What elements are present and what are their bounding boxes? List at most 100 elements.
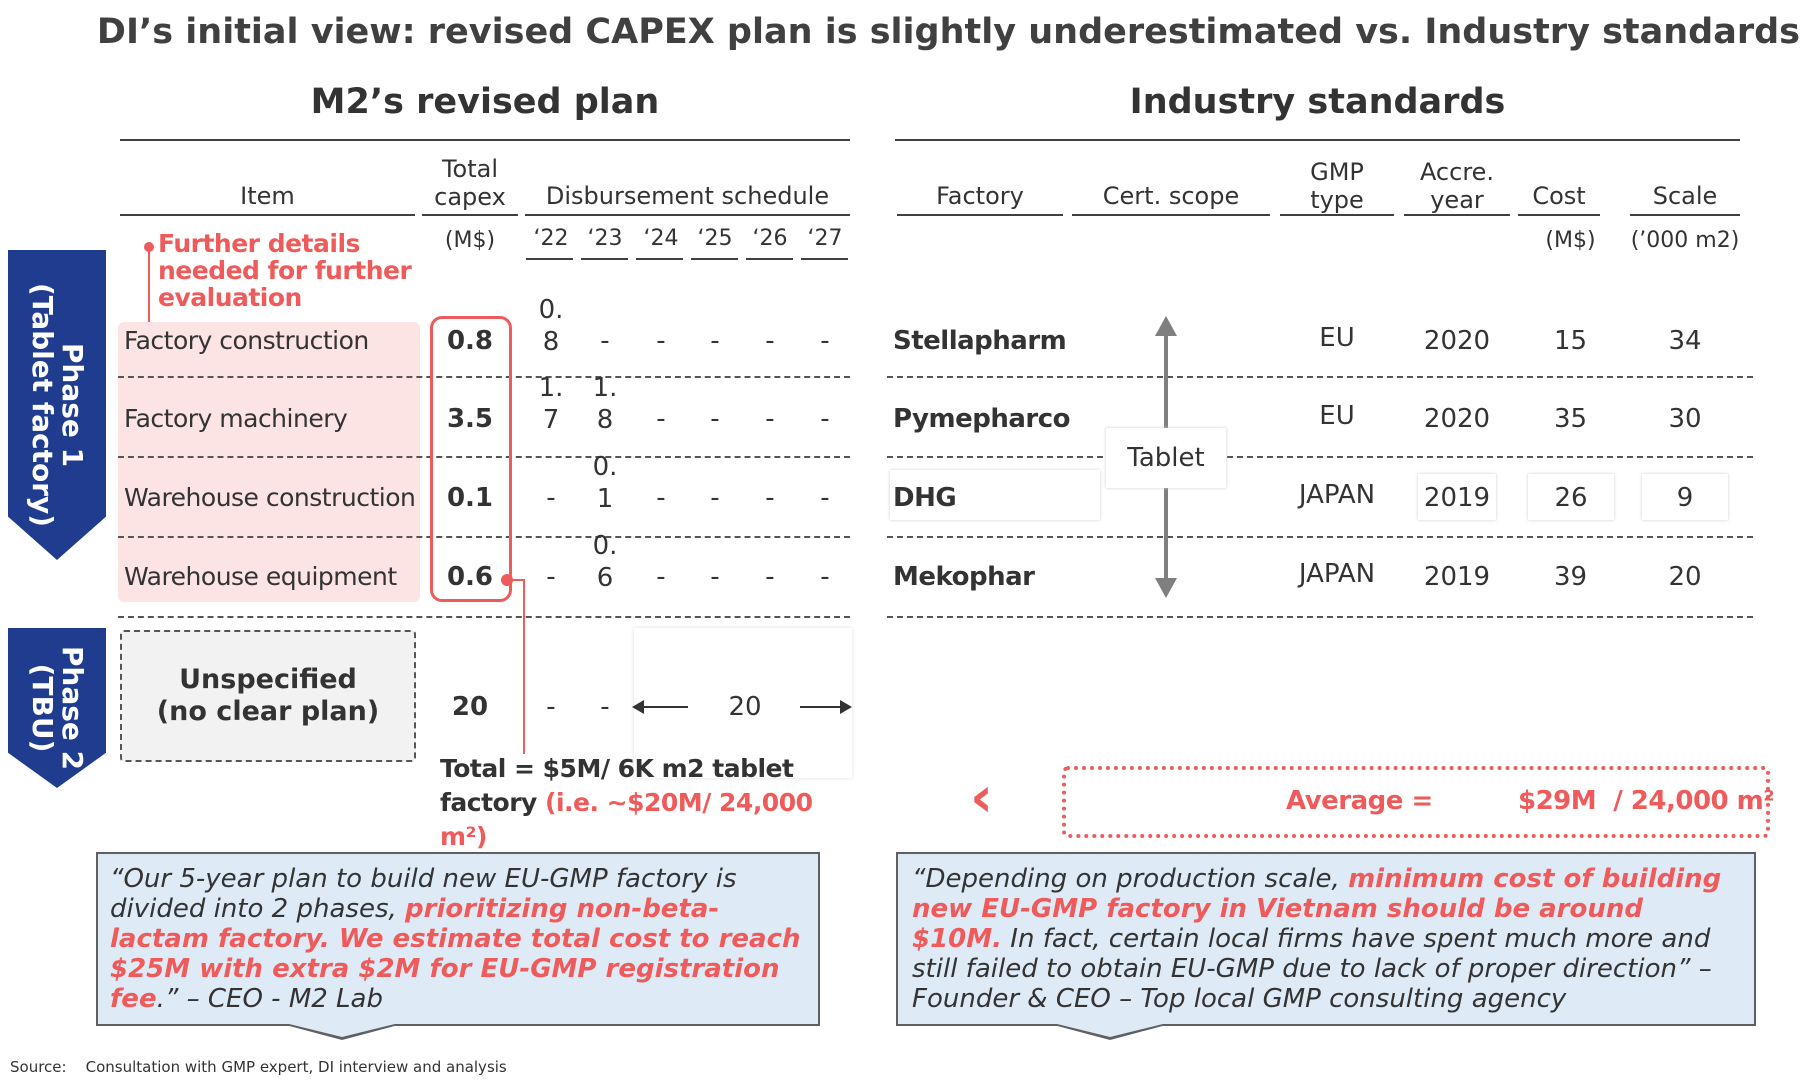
capex-connector-v: [523, 579, 525, 754]
row-disb: 1. 8: [592, 373, 618, 435]
average-box: Average = $29M / 24,000 m²: [1062, 766, 1775, 838]
row-capex: 0.1: [446, 483, 494, 513]
header-accre-year: Accre. year: [1419, 158, 1495, 214]
arrow-left-icon: [632, 700, 644, 714]
capex-highlight-box: [430, 316, 512, 602]
row-disb: -: [710, 326, 720, 356]
accre-year: 2019: [1423, 562, 1491, 592]
phase2-disb-22: -: [546, 692, 556, 722]
header-rule: [1518, 214, 1600, 216]
highlight-cell: [890, 470, 1100, 520]
row-item-warehouse-construction: Warehouse construction: [124, 483, 416, 512]
row-divider: [118, 536, 850, 538]
row-disb: -: [765, 562, 775, 592]
header-scale: Scale: [1652, 182, 1718, 210]
row-disb: -: [656, 562, 666, 592]
row-disb: -: [710, 404, 720, 434]
row-disb: 0. 8: [538, 295, 564, 357]
year-22: ‘22: [533, 226, 569, 251]
row-disb: 0. 1: [592, 452, 618, 514]
phase2-capex: 20: [451, 692, 489, 722]
row-disb: -: [546, 483, 556, 513]
year-rule: [801, 258, 848, 260]
highlight-cell: [1418, 474, 1496, 520]
total-summary: Total = $5M/ 6K m2 tablet factory (i.e. …: [440, 754, 813, 851]
row-disb: -: [710, 483, 720, 513]
row-item-factory-construction: Factory construction: [124, 326, 369, 355]
row-disb: -: [820, 483, 830, 513]
page-title: DI’s initial view: revised CAPEX plan is…: [96, 12, 1800, 52]
year-rule: [636, 258, 683, 260]
row-item-warehouse-equipment: Warehouse equipment: [124, 562, 397, 591]
scale-unit: (’000 m2): [1630, 228, 1740, 253]
row-divider: [118, 376, 850, 378]
quote-m2-lab: “Our 5-year plan to build new EU-GMP fac…: [96, 852, 820, 1026]
right-section-rule: [895, 139, 1740, 141]
total-equivalent: (i.e. ~$20M/ 24,000 m²): [440, 788, 813, 851]
less-than-icon: ‹: [970, 765, 994, 830]
further-details-note: Further details needed for further evalu…: [158, 229, 412, 312]
note-dot: [144, 242, 154, 252]
callout-pointer-fill: [285, 1023, 399, 1037]
year-27: ‘27: [807, 226, 843, 251]
row-divider: [118, 456, 850, 458]
row-disb: -: [820, 404, 830, 434]
cost-value: 15: [1553, 326, 1588, 356]
year-rule: [746, 258, 793, 260]
accre-year: 2019: [1423, 483, 1491, 513]
highlight-cell: [1528, 474, 1614, 520]
phase1-items-highlight: [118, 322, 420, 602]
header-factory: Factory: [936, 182, 1024, 210]
span-arrow-right: [800, 706, 842, 708]
row-disb: -: [765, 404, 775, 434]
header-disbursement-rule: [525, 214, 850, 216]
row-disb: 1. 7: [538, 373, 564, 435]
phase2-item: Unspecified (no clear plan): [156, 664, 380, 727]
left-section-rule: [120, 139, 850, 141]
row-disb: -: [710, 562, 720, 592]
year-rule: [691, 258, 738, 260]
row-disb: -: [656, 483, 666, 513]
arrow-right-icon: [840, 700, 852, 714]
header-cert-scope: Cert. scope: [1102, 182, 1240, 210]
cert-scope-tablet: Tablet: [1106, 428, 1226, 488]
phase2-span-value: 20: [728, 692, 762, 722]
average-label: Average =: [1286, 786, 1433, 816]
cost-value: 35: [1553, 404, 1588, 434]
row-capex: 0.6: [446, 562, 494, 592]
year-rule: [581, 258, 628, 260]
factory-dhg: DHG: [893, 483, 957, 513]
row-divider: [887, 536, 1753, 538]
row-divider: [887, 376, 1753, 378]
gmp-type: EU: [1319, 323, 1355, 353]
source-note: Source: Consultation with GMP expert, DI…: [10, 1058, 507, 1076]
phase2-item-box: Unspecified (no clear plan): [120, 630, 416, 762]
header-cost: Cost: [1532, 182, 1586, 210]
year-25: ‘25: [697, 226, 733, 251]
row-capex: 3.5: [446, 404, 494, 434]
row-divider: [887, 456, 1753, 458]
row-disb: 0. 6: [592, 531, 618, 593]
phase1-label: Phase 1 (Tablet factory): [8, 250, 106, 560]
header-total-capex: Total capex: [434, 155, 506, 211]
capex-unit: (M$): [444, 228, 496, 253]
year-26: ‘26: [752, 226, 788, 251]
left-section-title: M2’s revised plan: [310, 82, 660, 122]
year-rule: [526, 258, 573, 260]
header-disbursement: Disbursement schedule: [545, 182, 830, 210]
arrow-down-icon: [1155, 578, 1177, 598]
header-rule: [1630, 214, 1740, 216]
arrow-up-icon: [1155, 316, 1177, 336]
row-disb: -: [546, 562, 556, 592]
row-divider: [887, 616, 1753, 618]
header-item-rule: [120, 214, 415, 216]
capex-connector-h: [507, 579, 525, 581]
year-24: ‘24: [643, 226, 679, 251]
scale-value: 30: [1668, 404, 1702, 434]
header-capex-rule: [422, 214, 518, 216]
header-rule: [1072, 214, 1270, 216]
header-rule: [1280, 214, 1394, 216]
factory-mekophar: Mekophar: [893, 562, 1035, 592]
gmp-type: JAPAN: [1298, 480, 1376, 510]
right-section-title: Industry standards: [1129, 82, 1506, 122]
